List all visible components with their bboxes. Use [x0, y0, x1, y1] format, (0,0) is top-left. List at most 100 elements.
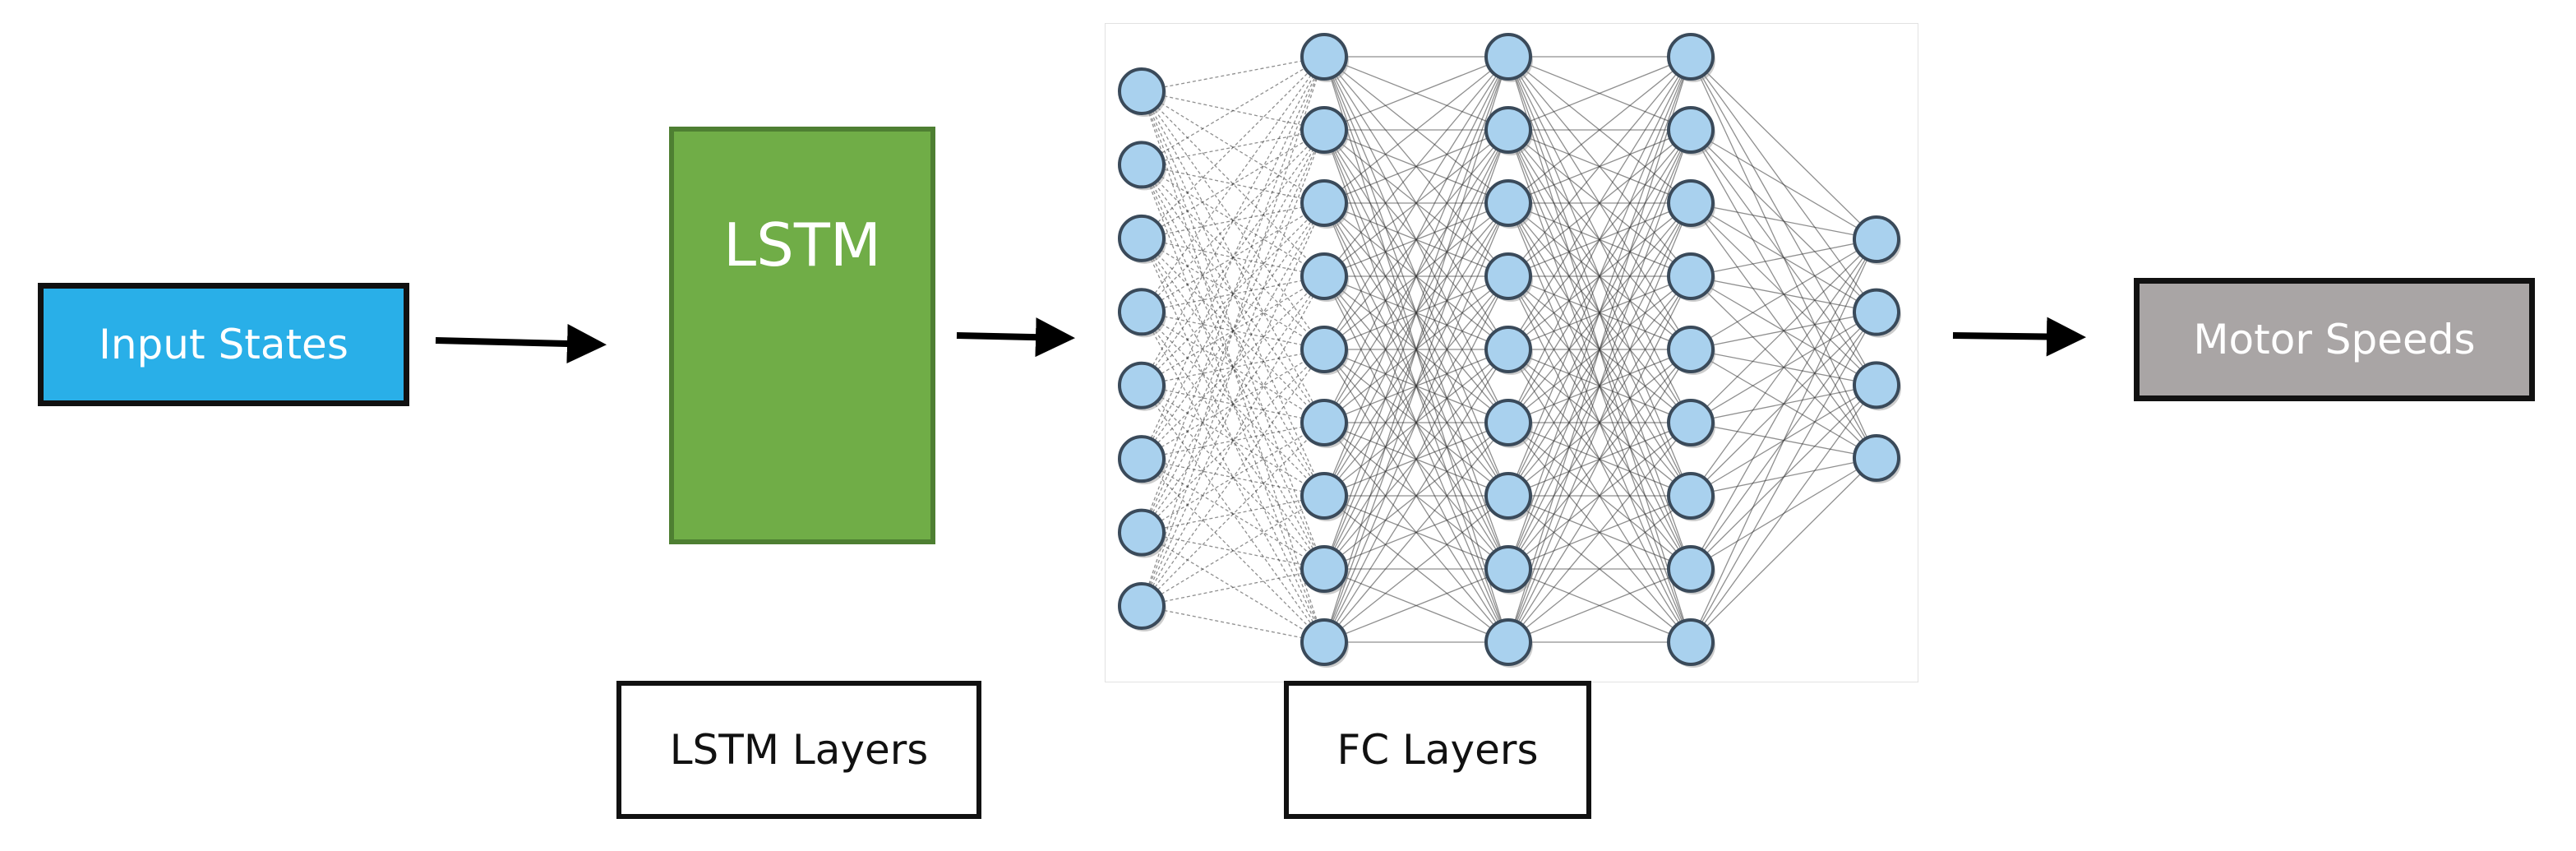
network-edge	[1141, 202, 1325, 533]
network-edge	[1323, 56, 1509, 423]
network-node	[1118, 288, 1166, 336]
network-edge	[1323, 56, 1509, 643]
network-node	[1484, 33, 1532, 81]
network-layer-3	[1484, 33, 1533, 668]
lstm-layers-label: LSTM Layers	[669, 726, 929, 774]
network-node	[1484, 179, 1532, 227]
network-edge	[1323, 56, 1509, 131]
network-node	[1300, 545, 1348, 593]
network-node	[1484, 252, 1532, 300]
network-edge	[1141, 605, 1325, 643]
network-node	[1667, 179, 1715, 227]
network-node	[1484, 545, 1532, 593]
network-node	[1118, 141, 1166, 189]
network-layer-5	[1853, 215, 1901, 483]
network-node	[1484, 106, 1532, 154]
network-edge	[1507, 56, 1692, 497]
motor-speeds-label: Motor Speeds	[2193, 316, 2476, 363]
network-edge	[1141, 164, 1325, 277]
network-layer-2	[1300, 33, 1349, 668]
network-edge	[1323, 129, 1509, 643]
network-edge	[1690, 238, 1877, 570]
network-node	[1300, 472, 1348, 520]
network-node	[1484, 472, 1532, 520]
network-edge	[1507, 275, 1692, 643]
network-edge	[1690, 202, 1877, 240]
fc-layers-label: FC Layers	[1336, 726, 1539, 774]
network-edge	[1141, 275, 1325, 607]
network-edge	[1141, 56, 1325, 239]
input-states-box: Input States	[38, 283, 409, 406]
network-edge	[1323, 56, 1509, 350]
network-node	[1667, 618, 1715, 666]
network-edge	[1507, 422, 1692, 643]
lstm-label: LSTM	[723, 210, 881, 280]
network-edge	[1507, 56, 1692, 570]
network-edges	[1141, 56, 1877, 643]
network-node	[1118, 435, 1166, 483]
network-node	[1667, 545, 1715, 593]
network-edge	[1507, 56, 1692, 204]
network-edge	[1507, 202, 1692, 643]
network-edge	[1507, 56, 1692, 350]
network-edge	[1507, 349, 1692, 643]
network-edge	[1690, 238, 1877, 350]
network-edge	[1141, 56, 1325, 92]
network-edge	[1323, 56, 1509, 277]
network-node	[1118, 508, 1166, 557]
network-edge	[1141, 56, 1325, 607]
network-edge	[1690, 457, 1877, 643]
network-edge	[1507, 56, 1692, 423]
network-node	[1853, 215, 1900, 263]
network-edge	[1141, 56, 1325, 386]
network-node	[1300, 33, 1348, 81]
network-node	[1300, 179, 1348, 227]
network-node	[1667, 33, 1715, 81]
network-edge	[1507, 129, 1692, 643]
input-states-label: Input States	[99, 321, 349, 368]
network-node	[1484, 618, 1532, 666]
network-edge	[1323, 56, 1509, 204]
network-edge	[1141, 90, 1325, 277]
network-edge	[1141, 422, 1325, 607]
network-node	[1667, 399, 1715, 446]
network-edge	[1141, 90, 1325, 204]
network-node	[1300, 326, 1348, 373]
network-node	[1118, 582, 1166, 630]
network-node	[1667, 106, 1715, 154]
network-edge	[1507, 56, 1692, 131]
network-edge	[1323, 568, 1509, 643]
network-edge	[1141, 495, 1325, 607]
network-edge	[1323, 56, 1509, 570]
network-node	[1667, 326, 1715, 373]
lstm-layers-caption: LSTM Layers	[616, 681, 981, 819]
network-layer-4	[1667, 33, 1715, 668]
arrow-fc-to-motor	[1952, 317, 2086, 357]
network-node	[1667, 252, 1715, 300]
network-edge	[1141, 568, 1325, 607]
network-edge	[1690, 56, 1877, 240]
network-edge	[1507, 568, 1692, 643]
network-edge	[1141, 56, 1325, 533]
network-edge	[1507, 495, 1692, 643]
network-edge	[1323, 275, 1509, 643]
network-node	[1853, 361, 1900, 409]
fc-layers-caption: FC Layers	[1284, 681, 1591, 819]
network-node	[1853, 434, 1900, 482]
network-edge	[1141, 129, 1325, 607]
network-node	[1300, 399, 1348, 446]
network-edge	[1690, 238, 1877, 643]
network-edge	[1690, 238, 1877, 497]
network-edge	[1141, 129, 1325, 460]
network-edge	[1323, 202, 1509, 643]
arrow-lstm-to-fc	[956, 317, 1075, 358]
fc-network-panel	[1105, 23, 1918, 682]
network-edge	[1507, 56, 1692, 277]
network-node	[1300, 618, 1348, 666]
network-node	[1118, 361, 1166, 409]
lstm-box: LSTM	[669, 127, 935, 544]
network-node	[1118, 214, 1166, 262]
arrow-input-to-lstm	[435, 324, 607, 363]
network-node	[1300, 252, 1348, 300]
